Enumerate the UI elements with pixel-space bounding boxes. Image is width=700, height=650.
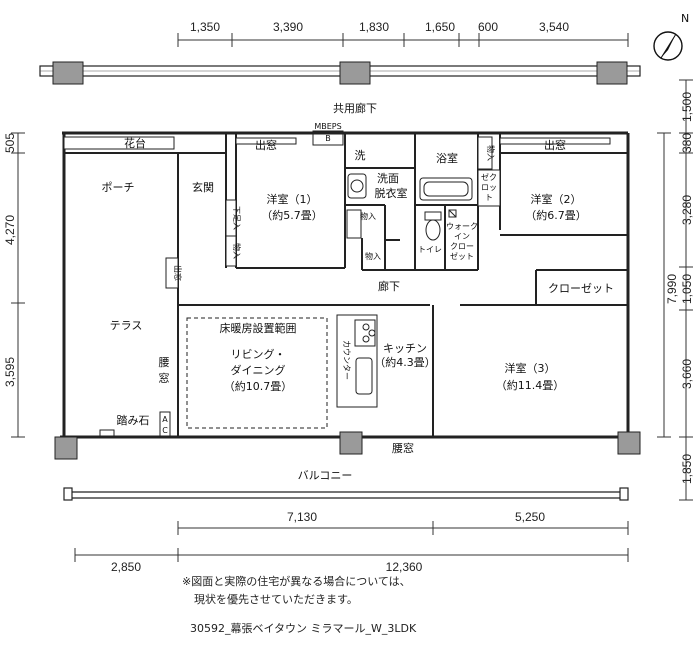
floor-plan-caption: 30592_幕張ベイタウン ミラマール_W_3LDK: [190, 622, 417, 635]
entrance-label: 玄関: [192, 180, 214, 194]
living-size: （約10.7畳）: [224, 379, 293, 393]
balcony: [63, 487, 629, 501]
bedroom2-size: （約6.7畳）: [525, 208, 587, 222]
dim-top-2: 3,390: [273, 20, 303, 34]
stepping-stone-label: 踏み石: [117, 413, 150, 427]
dim-bottom-lower-2: 12,360: [386, 560, 423, 574]
walkin-label-3: クロー: [450, 242, 474, 251]
waist-window-left-2: 窓: [159, 371, 170, 385]
bedroom3-size: （約11.4畳）: [496, 378, 565, 392]
bath-label: 浴室: [436, 151, 458, 165]
waist-window-bottom-label: 腰窓: [392, 441, 414, 455]
walkin-label-1: ウォーク: [446, 222, 478, 231]
bedroom2-name: 洋室（2）: [531, 192, 582, 206]
dim-right-3: 3,280: [680, 195, 694, 225]
floor-heating-label: 床暖房設置範囲: [220, 321, 297, 335]
walkin-marker-cross: [448, 209, 457, 218]
window-1-label: 出窓: [255, 138, 277, 152]
ac-label-a: A: [162, 415, 168, 424]
storage-bath-label: 物入: [486, 145, 496, 161]
bedroom1-name: 洋室（1）: [267, 192, 318, 206]
walkin-label-4: ゼット: [450, 251, 474, 261]
storage-lower-label: 物入: [365, 251, 381, 261]
disclaimer-line-1: ※図面と実際の住宅が異なる場合については、: [182, 575, 411, 588]
dim-right-2: 380: [680, 133, 694, 153]
storage-box-bath: [477, 136, 493, 170]
terrace-label: テラス: [110, 319, 143, 332]
walkin-marker-icon: [448, 209, 457, 218]
dim-top-4: 1,650: [425, 20, 455, 34]
porch-label: ポーチ: [102, 181, 135, 194]
dim-right-1: 1,500: [680, 92, 694, 122]
dim-top-3: 1,830: [359, 20, 389, 34]
toilet-label: トイレ: [418, 245, 442, 254]
left-dimension-line: [11, 132, 25, 438]
living-label-1: リビング・: [231, 347, 286, 361]
bottom-dimension-lines: [74, 521, 629, 562]
zeh-label-1: ゼク: [481, 172, 497, 182]
dim-top-6: 3,540: [539, 20, 569, 34]
waist-window-left-1: 腰: [159, 356, 170, 369]
dim-top-1: 1,350: [190, 20, 220, 34]
ac-label-c: C: [162, 426, 168, 435]
zeh-label-2: ロッ: [481, 183, 497, 192]
common-corridor-railing: [39, 61, 641, 85]
living-label-2: ダイニング: [231, 363, 286, 377]
north-label: N: [681, 12, 689, 25]
corridor-label: 廊下: [378, 279, 400, 293]
bathtub-icon: [419, 177, 473, 201]
ac-box: [159, 411, 171, 437]
right-dimension-lines: [657, 79, 693, 501]
kitchen-name: キッチン: [383, 342, 427, 355]
side-window-label: 出窓: [173, 265, 183, 281]
shoe-storage-label: 下足入: [232, 206, 241, 230]
window-2-label: 出窓: [544, 138, 566, 152]
dim-bottom-upper-2: 5,250: [515, 510, 545, 524]
bottom-columns: [54, 431, 641, 460]
storage-label-2: 物入: [360, 211, 376, 221]
counter-label: カウンター: [342, 340, 351, 380]
storage-label-1: 物入: [232, 243, 242, 259]
side-window-box: [165, 257, 179, 289]
balcony-label: バルコニー: [298, 469, 353, 482]
washroom-label-2: 脱衣室: [375, 186, 408, 200]
dim-right-6: 1,850: [680, 454, 694, 484]
dim-bottom-upper-1: 7,130: [287, 510, 317, 524]
north-arrow-icon: N: [653, 12, 689, 61]
dim-right-5: 3,660: [680, 359, 694, 389]
top-windows: [63, 136, 611, 150]
washing-machine-icon: [346, 209, 362, 239]
washbasin-icon: [347, 173, 367, 199]
flower-bed-label: 花台: [124, 136, 146, 150]
dim-left-3: 3,595: [3, 357, 17, 387]
disclaimer-line-2: 現状を優先させていただきます。: [194, 593, 358, 606]
kitchen-size: （約4.3畳）: [374, 355, 436, 369]
toilet-icon: [424, 211, 442, 241]
storage-box-1: [225, 235, 237, 267]
mbeps-label: MBEPS: [314, 122, 341, 131]
common-corridor-label: 共用廊下: [333, 101, 377, 115]
zeh-box: [477, 169, 501, 207]
bedroom3-name: 洋室（3）: [505, 361, 556, 375]
dim-right-total: 7,990: [665, 274, 679, 304]
walkin-label-2: イン: [454, 232, 470, 241]
washroom-label-1: 洗面: [377, 172, 399, 185]
zeh-label-3: ト: [485, 193, 493, 202]
dim-top-5: 600: [478, 20, 498, 34]
closet-label: クローゼット: [548, 282, 614, 295]
kitchen-counter: [336, 314, 378, 408]
dim-bottom-lower-1: 2,850: [111, 560, 141, 574]
floor-heating-area: [186, 317, 328, 429]
mbeps-number: B: [325, 134, 331, 143]
stepping-stone-icon: [99, 429, 115, 437]
bedroom1-size: （約5.7畳）: [261, 208, 323, 222]
top-dimension-line: [177, 33, 629, 47]
wash-label: 洗: [355, 149, 366, 162]
dim-left-2: 4,270: [3, 215, 17, 245]
dim-left-1: 505: [3, 133, 17, 153]
dim-right-4: 1,050: [680, 274, 694, 304]
